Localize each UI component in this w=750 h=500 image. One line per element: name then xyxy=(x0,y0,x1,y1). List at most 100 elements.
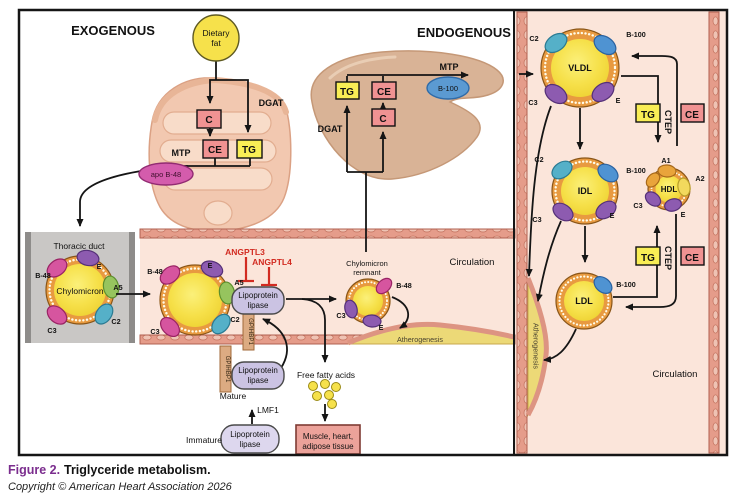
apo-e-tag-vldl: E xyxy=(616,96,621,105)
apo-a1-tag-hdl: A1 xyxy=(661,156,670,165)
ldl-name-label: LDL xyxy=(575,296,593,306)
c-box-label-liver: C xyxy=(379,114,386,125)
idl-particle xyxy=(551,157,619,225)
chylomicron-particle-duct xyxy=(45,249,120,325)
apo-a2-tag-hdl: A2 xyxy=(695,174,704,183)
lpl-box-immature xyxy=(220,424,280,454)
endogenous-heading: ENDOGENOUS xyxy=(417,25,511,40)
figure-title: Triglyceride metabolism. xyxy=(64,463,211,477)
lmf1-label: LMF1 xyxy=(257,405,279,415)
angptl3-label: ANGPTL3 xyxy=(225,247,265,257)
ce-box-label-liver: CE xyxy=(377,87,391,98)
b100-label-liver: B-100 xyxy=(438,84,458,93)
ce-box-lower-cetp xyxy=(680,246,705,266)
ce-box-label-lower-cetp: CE xyxy=(685,253,699,264)
panel-right-vessel-wall xyxy=(708,11,720,454)
tg-box-label-lower-cetp: TG xyxy=(641,253,655,264)
panel-left-vessel-wall xyxy=(516,11,528,454)
immature-label: Immature xyxy=(186,435,222,445)
apo-b48-tag-duct: B-48 xyxy=(35,271,51,280)
gpihbp1-label-lumen: GPIHBP1 xyxy=(247,318,254,345)
apo-c3-tag-circ: C3 xyxy=(150,327,159,336)
chylomicron-remnant-particle xyxy=(344,277,393,328)
free-fatty-acid-dots xyxy=(308,379,341,409)
figure-frame-border xyxy=(17,8,729,457)
hdl-particle xyxy=(644,164,691,212)
apo-e-tag-circ: E xyxy=(208,261,213,270)
apo-b48-label: apo B-48 xyxy=(151,170,181,179)
hdl-name-label: HDL xyxy=(661,185,678,194)
lpl-lumen-label-line2: lipase xyxy=(248,301,269,310)
dietary-fat-circle xyxy=(192,14,240,62)
cetp-label-lower: CTEP xyxy=(663,246,673,270)
apo-b48-tag-circ: B-48 xyxy=(147,267,163,276)
apo-b48-tag-remnant: B-48 xyxy=(396,281,412,290)
top-vessel-wall xyxy=(139,228,516,239)
apo-c3-tag-idl: C3 xyxy=(532,215,541,224)
dgat-label-liver: DGAT xyxy=(318,124,343,134)
pathway-arrows xyxy=(76,52,678,424)
apo-b48-ellipse xyxy=(138,162,194,186)
apo-c3-tag-remnant: C3 xyxy=(336,311,345,320)
lpl-box-mature xyxy=(231,361,285,390)
atherogenesis-plaque-horizontal xyxy=(347,321,515,346)
atherogenesis-label-horizontal: Atherogenesis xyxy=(397,335,443,344)
apo-a5-tag-duct: A5 xyxy=(113,283,122,292)
ldl-particle xyxy=(555,272,613,330)
apo-e-tag-remnant: E xyxy=(379,323,384,332)
c-box-label-intestine: C xyxy=(205,115,212,126)
cetp-label-upper: CTEP xyxy=(663,110,673,134)
apo-c3-tag-vldl: C3 xyxy=(528,98,537,107)
ce-box-liver xyxy=(371,81,397,100)
dietary-fat-label-line1: Dietary xyxy=(203,28,231,38)
ce-box-label-intestine: CE xyxy=(208,145,222,156)
mtp-label-intestine: MTP xyxy=(172,148,191,158)
mature-label: Mature xyxy=(220,391,247,401)
copyright-line: Copyright © American Heart Association 2… xyxy=(8,481,233,493)
cholesterol-box-intestine xyxy=(196,109,222,129)
figure-number-label: Figure 2. xyxy=(8,463,60,477)
exogenous-heading: EXOGENOUS xyxy=(71,23,155,38)
tg-box-label-intestine: TG xyxy=(242,145,256,156)
free-fatty-acids-label: Free fatty acids xyxy=(297,370,355,380)
apo-c2-tag-idl: C2 xyxy=(534,155,543,164)
atherogenesis-label-vertical: Atherogenesis xyxy=(532,323,541,369)
atherogenesis-plaque-vertical xyxy=(525,277,549,417)
tg-box-intestine xyxy=(236,139,263,159)
lpl-box-lumen xyxy=(231,286,285,315)
apo-c3-tag-hdl: C3 xyxy=(633,201,642,210)
apo-a5-tag-circ: A5 xyxy=(234,278,243,287)
tg-box-liver xyxy=(335,81,360,100)
ce-box-intestine xyxy=(202,139,229,159)
circulation-label-horizontal: Circulation xyxy=(450,257,495,268)
dietary-fat-label-line2: fat xyxy=(211,38,221,48)
lpl-lumen-label-line1: Lipoprotein xyxy=(238,291,278,300)
idl-name-label: IDL xyxy=(578,186,593,196)
muscle-box-label-line1: Muscle, heart, xyxy=(303,432,353,441)
ce-box-upper-cetp xyxy=(680,103,705,123)
circulation-label-vertical: Circulation xyxy=(653,369,698,380)
mtp-label-liver: MTP xyxy=(440,62,459,72)
remnant-label-line1: Chylomicron xyxy=(346,259,388,268)
apo-e-tag-duct: E xyxy=(97,262,102,271)
vldl-particle xyxy=(540,28,620,108)
gpihbp1-label-abluminal: GPIHBP1 xyxy=(224,356,231,383)
angptl-inhibition-lines xyxy=(238,257,277,287)
chylomicron-particle-circulating xyxy=(159,260,236,338)
muscle-tissue-box xyxy=(295,424,361,455)
apo-b100-tag-vldl: B-100 xyxy=(626,30,646,39)
tg-box-upper-cetp xyxy=(635,103,661,123)
b100-ellipse-liver xyxy=(426,76,470,100)
lpl-mature-label-line1: Lipoprotein xyxy=(238,366,278,375)
vldl-name-label: VLDL xyxy=(568,63,592,73)
lpl-mature-label-line2: lipase xyxy=(248,376,269,385)
tg-box-lower-cetp xyxy=(635,246,661,266)
muscle-box-label-line2: adipose tissue xyxy=(302,442,354,451)
apo-e-tag-hdl: E xyxy=(681,210,686,219)
lpl-immature-label-line2: lipase xyxy=(240,440,261,449)
ce-box-label-upper-cetp: CE xyxy=(685,110,699,121)
apo-c3-tag-duct: C3 xyxy=(47,326,56,335)
thoracic-duct-label: Thoracic duct xyxy=(53,241,105,251)
